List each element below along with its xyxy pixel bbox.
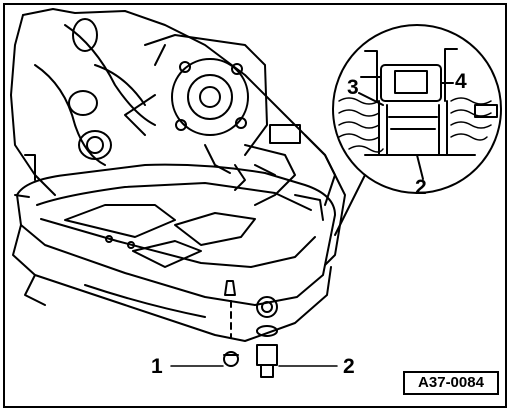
transmission-diagram: 1 2 3 4 2 A37-0084 bbox=[3, 3, 507, 408]
drain-plug bbox=[223, 351, 239, 367]
callout-detail-overflow-tube: 4 bbox=[455, 70, 467, 93]
transmission-housing bbox=[22, 8, 346, 266]
filler-plug bbox=[256, 344, 278, 366]
detail-fluid bbox=[338, 97, 492, 153]
drain-plug-bolt bbox=[224, 280, 236, 296]
figure-reference-label: A37-0084 bbox=[403, 371, 499, 395]
transmission-illustration bbox=[10, 8, 502, 378]
callout-detail-fluid-level: 3 bbox=[347, 76, 359, 99]
filler-plug-opening bbox=[256, 296, 278, 318]
oil-pan-lower bbox=[12, 224, 332, 342]
oil-pan-rim bbox=[16, 163, 336, 236]
callout-filler-plug: 2 bbox=[343, 355, 355, 378]
pump-flange bbox=[171, 58, 249, 136]
callout-detail-level-tube: 2 bbox=[415, 176, 427, 199]
detail-circle bbox=[332, 24, 502, 194]
callout-drain-plug: 1 bbox=[151, 355, 163, 378]
